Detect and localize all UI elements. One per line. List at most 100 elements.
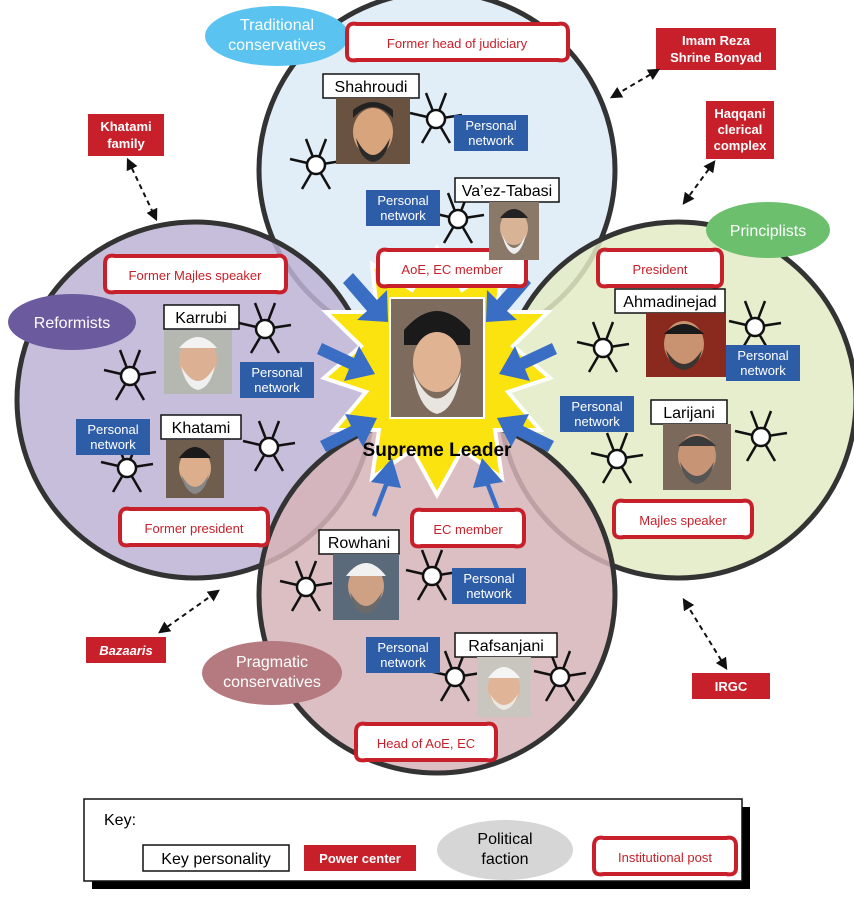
faction-reformists xyxy=(8,294,136,350)
arrow-icon xyxy=(497,414,554,452)
connector-khatami-family xyxy=(126,157,158,222)
faction-pragmatic-line1: Pragmatic xyxy=(236,654,308,671)
legend-post: Institutional post xyxy=(618,850,712,865)
network-label-line2: network xyxy=(468,133,514,148)
post-ahmadinejad: President xyxy=(596,247,724,289)
post-ahmadinejad-text: President xyxy=(633,262,688,277)
post-karrubi: Former Majles speaker xyxy=(103,253,288,295)
legend-power-center-swatch xyxy=(304,845,416,871)
network-label-line1: Personal xyxy=(87,422,138,437)
faction-labels: Traditional conservatives Reformists Pri… xyxy=(8,6,830,705)
arrow-icon xyxy=(473,458,503,517)
person-rafsanjani: Rafsanjani xyxy=(454,632,558,717)
faction-pragmatic xyxy=(202,641,342,705)
power-center-haqqani: Haqqani clerical complex xyxy=(706,101,774,159)
person-vaez-tabasi-name: Va’ez-Tabasi xyxy=(462,183,552,200)
legend: Key: Key personality Power center Politi… xyxy=(83,798,750,889)
post-shahroudi-text: Former head of judiciary xyxy=(387,36,528,51)
person-ahmadinejad: Ahmadinejad xyxy=(614,288,726,377)
faction-principlists xyxy=(706,202,830,258)
network-label-line2: network xyxy=(574,414,620,429)
dashed-connectors xyxy=(126,68,728,671)
post-shahroudi: Former head of judiciary xyxy=(345,21,570,63)
network-label-line1: Personal xyxy=(377,640,428,655)
post-vaez-tabasi: AoE, EC member xyxy=(376,247,528,289)
institutional-posts: Former head of judiciary AoE, EC member … xyxy=(103,21,754,763)
faction-traditional-line1: Traditional xyxy=(240,17,314,34)
arrow-icon xyxy=(499,343,557,381)
connector-imam-reza xyxy=(609,68,661,99)
power-center-imam-reza-line1: Imam Reza xyxy=(682,33,751,48)
legend-power-center: Power center xyxy=(319,851,401,866)
power-center-bazaaris-text: Bazaaris xyxy=(99,643,152,658)
supreme-leader-label: Supreme Leader xyxy=(363,440,512,461)
network-label-line1: Personal xyxy=(251,365,302,380)
person-ahmadinejad-name: Ahmadinejad xyxy=(623,294,716,311)
post-karrubi-text: Former Majles speaker xyxy=(129,268,263,283)
person-khatami-name: Khatami xyxy=(172,420,231,437)
person-rafsanjani-name: Rafsanjani xyxy=(468,638,544,655)
post-rowhani-text: EC member xyxy=(433,522,503,537)
person-larijani-name: Larijani xyxy=(663,405,715,422)
network-label-line1: Personal xyxy=(463,571,514,586)
network-label-line1: Personal xyxy=(377,193,428,208)
power-center-khatami-family-line2: family xyxy=(107,136,145,151)
network-label-line2: network xyxy=(466,586,512,601)
person-vaez-tabasi: Va’ez-Tabasi xyxy=(454,177,560,260)
person-shahroudi: Shahroudi xyxy=(322,73,420,164)
network-label-line2: network xyxy=(380,208,426,223)
network-label-line1: Personal xyxy=(571,399,622,414)
network-label-line2: network xyxy=(380,655,426,670)
post-khatami: Former president xyxy=(118,506,270,548)
network-label-line1: Personal xyxy=(465,118,516,133)
power-center-khatami-family-line1: Khatami xyxy=(100,119,151,134)
person-karrubi-name: Karrubi xyxy=(175,310,227,327)
power-center-haqqani-line2: clerical xyxy=(718,122,763,137)
influence-arrows xyxy=(317,273,557,517)
post-vaez-tabasi-text: AoE, EC member xyxy=(401,262,503,277)
post-rafsanjani-text: Head of AoE, EC xyxy=(377,736,475,751)
person-rowhani-name: Rowhani xyxy=(328,535,390,552)
arrow-icon xyxy=(371,458,401,517)
network-label-line1: Personal xyxy=(737,348,788,363)
key-personalities: Shahroudi Va’ez-Tabasi Karrubi Khatami xyxy=(160,73,731,717)
legend-title: Key: xyxy=(104,812,136,829)
arrow-icon xyxy=(320,414,377,452)
post-rowhani: EC member xyxy=(410,507,526,549)
network-label-line2: network xyxy=(254,380,300,395)
power-center-haqqani-line3: complex xyxy=(714,138,768,153)
faction-pragmatic-line2: conservatives xyxy=(223,674,321,691)
faction-reformists-label: Reformists xyxy=(34,315,110,332)
person-rowhani: Rowhani xyxy=(318,529,400,620)
connector-irgc xyxy=(682,597,728,671)
post-khatami-text: Former president xyxy=(145,521,244,536)
network-label-line2: network xyxy=(90,437,136,452)
power-center-imam-reza: Imam Reza Shrine Bonyad xyxy=(656,28,776,70)
power-center-irgc-text: IRGC xyxy=(715,679,748,694)
power-centers: Imam Reza Shrine Bonyad Haqqani clerical… xyxy=(86,28,776,699)
power-center-bazaaris: Bazaaris xyxy=(86,637,166,663)
person-khatami: Khatami xyxy=(160,414,242,498)
legend-personality-swatch xyxy=(142,844,290,872)
faction-traditional xyxy=(205,6,349,66)
legend-personality: Key personality xyxy=(161,851,270,868)
legend-post-swatch xyxy=(592,835,738,877)
network-label-line2: network xyxy=(740,363,786,378)
post-larijani: Majles speaker xyxy=(612,498,754,540)
faction-traditional-line2: conservatives xyxy=(228,37,326,54)
legend-faction-line1: Political xyxy=(477,831,532,848)
post-larijani-text: Majles speaker xyxy=(639,513,727,528)
faction-principlists-label: Principlists xyxy=(730,223,806,240)
power-center-irgc: IRGC xyxy=(692,673,770,699)
post-rafsanjani: Head of AoE, EC xyxy=(354,721,498,763)
legend-faction-line2: faction xyxy=(481,851,528,868)
